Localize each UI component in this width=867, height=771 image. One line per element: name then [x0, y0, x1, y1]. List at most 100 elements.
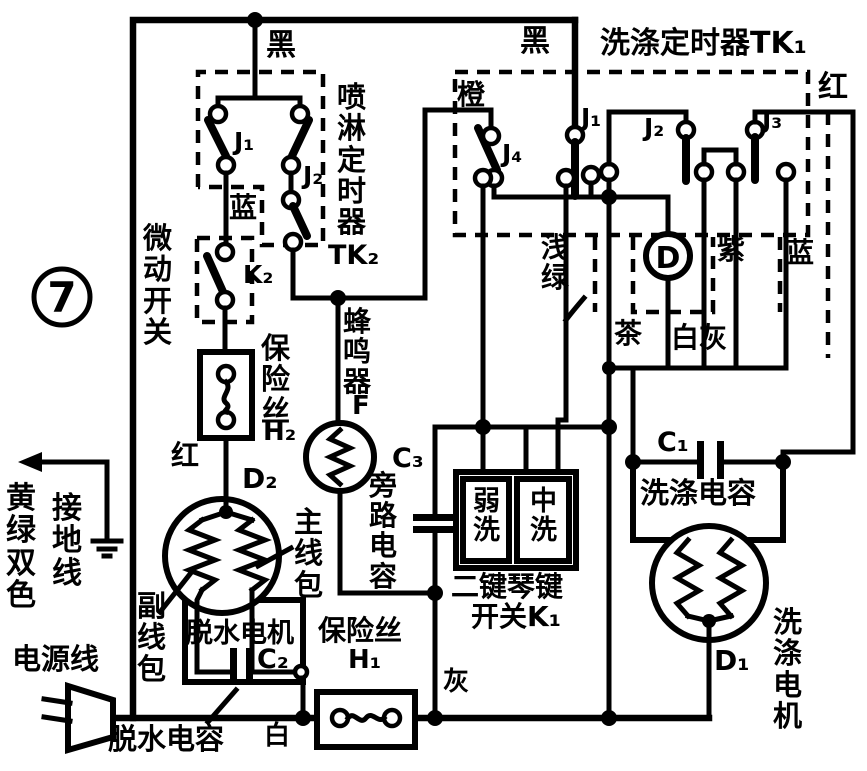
- wire-color-red-left: 红: [171, 439, 200, 472]
- button-weak-wash: 弱洗: [473, 486, 500, 547]
- tk2-feed-wires: [215, 17, 303, 110]
- ground-wire-color-label: 黄绿双色: [6, 481, 36, 614]
- k1-medium-wash-key[interactable]: [514, 476, 572, 564]
- plug-prong-bottom: [41, 714, 73, 724]
- key-switch-label-line2: 开关K₁: [471, 600, 561, 633]
- wire-buzzer-to-bottom: [337, 488, 438, 721]
- switch-j2-tk2-blade-lower: [289, 202, 311, 240]
- button-medium-wash: 中洗: [530, 486, 557, 547]
- fuse-h1-element: [344, 713, 388, 723]
- junction-h4: [601, 419, 617, 435]
- junction-d1-node: [702, 614, 716, 628]
- cap-c2-plate-left: [230, 648, 237, 684]
- wire-drop-566: [555, 183, 569, 475]
- spin-motor-code: D₂: [242, 462, 278, 495]
- fuse-h1-label: 保险丝: [318, 614, 403, 647]
- wire-color-red-right: 红: [818, 70, 848, 105]
- cap-c3-plate-top: [413, 514, 457, 521]
- tk1-dashed-box: [452, 69, 811, 238]
- tk1-sub-dash-d-box: [630, 237, 716, 315]
- wire-color-orange: 橙: [457, 78, 486, 111]
- junction-c3-bottom: [427, 585, 443, 601]
- ground-wire-label: 接地线: [52, 491, 82, 591]
- spin-motor-label: 脱水电机: [186, 618, 294, 649]
- cap-c1-code: C₁: [657, 427, 689, 458]
- spray-timer-code: TK₂: [328, 240, 380, 271]
- figure-number-text: 7: [47, 273, 76, 322]
- contact-j1-tk2-label: J₁: [234, 127, 255, 156]
- wash-motor-winding-right: [714, 536, 748, 620]
- power-cord-label: 电源线: [12, 642, 100, 676]
- wire-j2-to-tk1-orange: [290, 107, 494, 301]
- fuse-h2-label: 保险丝: [261, 331, 291, 428]
- wash-timer-title: 洗涤定时器TK₁: [600, 26, 807, 61]
- wire-color-tea: 茶: [614, 317, 643, 350]
- main-winding-label: 主线包: [294, 505, 324, 602]
- switch-j2-tk2-blade-upper: [288, 116, 313, 160]
- plug-prong-top: [41, 696, 73, 706]
- cap-c2-code: C₂: [257, 644, 289, 675]
- cap-c1-plate-right: [717, 441, 724, 479]
- contact-j2-tk2-label: J₂: [303, 161, 324, 190]
- wire-color-white-gray: 白灰: [671, 321, 728, 354]
- junction-h3: [602, 361, 616, 375]
- junction-c1-left: [625, 454, 641, 470]
- junction-d2-top: [219, 505, 233, 519]
- k1-weak-wash-key[interactable]: [460, 476, 512, 564]
- buzzer-label: 蜂鸣器: [343, 305, 372, 399]
- tk2-dashed-box: [195, 69, 326, 248]
- wire-j2-tk1-feed: [606, 109, 689, 167]
- wash-capacitor-label: 洗涤电容: [640, 476, 757, 510]
- fuse-h2-element: [221, 378, 231, 416]
- spin-motor-d2-aux-winding: [182, 516, 222, 594]
- contact-j2-tk1-label: J₂: [644, 113, 665, 142]
- aux-winding-pointer: [156, 570, 194, 616]
- cap-c3-code: C₃: [392, 443, 424, 474]
- fuse-h2-code: H₂: [263, 417, 297, 447]
- wire-color-black-left: 黑: [266, 28, 296, 63]
- wire-red-right-run: [752, 109, 856, 465]
- wash-motor-code: D₁: [714, 644, 750, 677]
- junction-tk1-link: [601, 189, 617, 205]
- wire-left-and-top: [129, 16, 579, 722]
- contact-k2-label: K₂: [243, 260, 274, 289]
- wire-color-gray: 灰: [443, 667, 470, 697]
- ground-symbol: [90, 538, 124, 559]
- cap-c2-plate-right: [246, 648, 253, 684]
- wire-color-purple: 紫: [717, 233, 746, 266]
- ground-wire: [27, 459, 110, 543]
- switch-k2-blade: [203, 252, 228, 298]
- buzzer-code: F: [352, 391, 370, 421]
- wire-color-lightgreen: 浅绿: [541, 231, 570, 295]
- buzzer-element: [323, 426, 357, 488]
- power-plug: [65, 681, 116, 754]
- wash-motor-label: 洗涤电机: [773, 605, 803, 733]
- contact-j4-label: J₄: [502, 139, 523, 168]
- figure-number-circle: [31, 266, 93, 328]
- wire-c3-upper-and-h4: [432, 424, 612, 517]
- tk1-motor-d-label: D: [656, 241, 681, 276]
- contact-j3-tk1-label: J₃: [762, 105, 783, 134]
- spin-motor-d2-main-winding: [232, 516, 272, 594]
- junction-bottom-c2: [295, 710, 311, 726]
- junction-top: [247, 12, 263, 28]
- wire-color-black-right: 黑: [520, 24, 550, 59]
- spray-timer-title: 喷淋定时器: [337, 80, 367, 240]
- switch-j1-tk2-contact-top: [207, 103, 229, 125]
- wire-j2-contacts-hoop: [701, 147, 739, 167]
- k1-outer-box: [453, 469, 579, 571]
- aux-winding-label: 副线包: [137, 589, 167, 686]
- ground-arrowhead: [18, 452, 42, 472]
- cap-c1-plate-left: [697, 441, 704, 479]
- switch-j2-tk2-contact-1: [289, 103, 311, 125]
- main-winding-pointer: [254, 544, 295, 570]
- bypass-capacitor-label: 旁路电容: [369, 469, 398, 593]
- lightgreen-pointer-curve: [562, 294, 588, 324]
- wire-j4-link: [491, 183, 671, 238]
- switch-k2-contact-top: [214, 241, 236, 263]
- key-switch-label-line1: 二键琴键: [451, 570, 564, 603]
- cap-c3-plate-bottom: [413, 526, 457, 533]
- micro-switch-label: 微动开关: [143, 221, 173, 349]
- wire-aux-to-c2: [194, 586, 233, 675]
